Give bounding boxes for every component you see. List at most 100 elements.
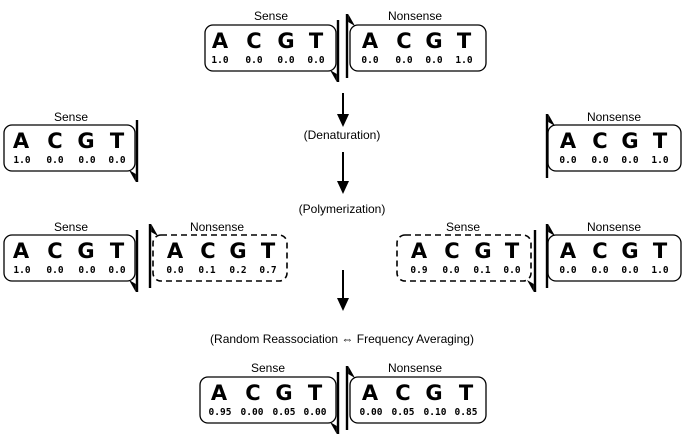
frequency-value: 0.0: [46, 265, 63, 276]
strand-top-nonsense: Nonsense A C G T 0.0 0.0 0.0 1.0: [345, 9, 487, 78]
base-label: C: [395, 381, 410, 405]
strand-label: Sense: [254, 9, 288, 23]
step-label-denaturation: (Denaturation): [304, 128, 381, 142]
strand-bottom-nonsense: Nonsense A C G T 0.00 0.05 0.10 0.85: [345, 361, 487, 430]
strand-box: [349, 376, 487, 424]
frequency-value: 0.0: [395, 55, 412, 66]
frequency-value: 0.10: [424, 407, 447, 418]
frequency-value: 0.00: [304, 407, 327, 418]
flow-arrow-1: [337, 93, 349, 127]
frequency-value: 0.0: [442, 265, 459, 276]
strand-label: Sense: [446, 220, 480, 234]
base-label: A: [13, 239, 30, 263]
bottom-duplex: Sense A C G T 0.95 0.00 0.05 0.00 Nonsen…: [199, 361, 487, 434]
backbone-arrow-icon: [330, 70, 337, 82]
flow-arrow-3: [337, 270, 349, 311]
base-label: T: [459, 381, 474, 405]
backbone-arrow-icon: [129, 280, 136, 292]
base-label: C: [47, 129, 62, 153]
frequency-value: 1.0: [651, 155, 668, 166]
base-label: C: [47, 239, 62, 263]
frequency-value: 0.0: [245, 55, 262, 66]
base-label: T: [653, 129, 668, 153]
flow-arrow-2: [337, 152, 349, 194]
base-label: T: [261, 239, 276, 263]
strand-box-new: [152, 234, 288, 282]
strand-label: Nonsense: [388, 361, 442, 375]
arrow-down-icon: [337, 114, 349, 127]
backbone-arrow-icon: [129, 170, 136, 182]
base-label: G: [474, 239, 491, 263]
strand-box: [3, 124, 136, 172]
frequency-value: 0.0: [621, 155, 638, 166]
frequency-value: 1.0: [211, 55, 228, 66]
strand-bottom-sense: Sense A C G T 0.95 0.00 0.05 0.00: [199, 361, 340, 434]
base-label: G: [425, 29, 442, 53]
base-label: C: [592, 239, 607, 263]
base-label: C: [245, 381, 260, 405]
frequency-value: 0.0: [425, 55, 442, 66]
strand-box: [204, 24, 337, 72]
step-label-reassociation: (Random Reassociation ⇔ Frequency Averag…: [210, 332, 474, 346]
base-label: G: [425, 381, 442, 405]
strand-box: [199, 376, 337, 424]
base-label: G: [621, 129, 638, 153]
frequency-value: 0.0: [559, 155, 576, 166]
base-label: T: [505, 239, 520, 263]
frequency-value: 0.0: [108, 265, 125, 276]
base-label: A: [362, 29, 379, 53]
base-label: A: [13, 129, 30, 153]
strand-label: Nonsense: [587, 110, 641, 124]
frequency-value: 1.0: [13, 155, 30, 166]
backbone-arrow-icon: [548, 114, 555, 126]
step-label-polymerization: (Polymerization): [299, 202, 386, 216]
strand-poly-left-nonsense: Nonsense A C G T 0.0 0.1 0.2 0.7: [148, 220, 288, 288]
frequency-value: 0.00: [360, 407, 383, 418]
base-label: G: [277, 29, 294, 53]
base-label: G: [229, 239, 246, 263]
frequency-value: 0.0: [78, 265, 95, 276]
strand-denat-nonsense: Nonsense A C G T 0.0 0.0 0.0 1.0: [545, 110, 682, 178]
strand-top-sense: Sense A C G T 1.0 0.0 0.0 0.0: [204, 9, 340, 82]
backbone-arrow-icon: [151, 224, 158, 236]
frequency-value: 0.0: [78, 155, 95, 166]
backbone-arrow-icon: [348, 366, 355, 378]
base-label: C: [444, 239, 459, 263]
strand-label: Sense: [251, 361, 285, 375]
strand-poly-right-sense: Sense A C G T 0.9 0.0 0.1 0.0: [396, 220, 537, 292]
frequency-value: 0.95: [209, 407, 232, 418]
strand-box: [349, 24, 487, 72]
frequency-value: 1.0: [455, 55, 472, 66]
backbone-arrow-icon: [348, 14, 355, 26]
base-label: T: [110, 129, 125, 153]
frequency-value: 0.0: [46, 155, 63, 166]
base-label: T: [653, 239, 668, 263]
strand-poly-right-nonsense: Nonsense A C G T 0.0 0.0 0.0 1.0: [545, 220, 682, 288]
frequency-value: 0.0: [307, 55, 324, 66]
frequency-value: 0.0: [591, 265, 608, 276]
backbone-arrow-icon: [527, 280, 534, 292]
base-label: A: [167, 239, 184, 263]
frequency-value: 0.1: [473, 265, 490, 276]
frequency-value: 0.0: [621, 265, 638, 276]
frequency-value: 1.0: [13, 265, 30, 276]
frequency-value: 0.0: [277, 55, 294, 66]
frequency-value: 0.2: [229, 265, 246, 276]
strand-label: Nonsense: [587, 220, 641, 234]
base-label: C: [200, 239, 215, 263]
base-label: T: [308, 381, 323, 405]
base-label: A: [212, 29, 229, 53]
frequency-value: 0.85: [455, 407, 478, 418]
frequency-value: 0.00: [241, 407, 264, 418]
frequency-value: 0.0: [559, 265, 576, 276]
base-label: G: [77, 239, 94, 263]
base-label: T: [457, 29, 472, 53]
base-label: G: [621, 239, 638, 263]
base-label: T: [110, 239, 125, 263]
strand-label: Sense: [54, 220, 88, 234]
strand-box: [3, 234, 136, 282]
base-label: G: [275, 381, 292, 405]
base-label: A: [411, 239, 428, 263]
frequency-value: 1.0: [651, 265, 668, 276]
